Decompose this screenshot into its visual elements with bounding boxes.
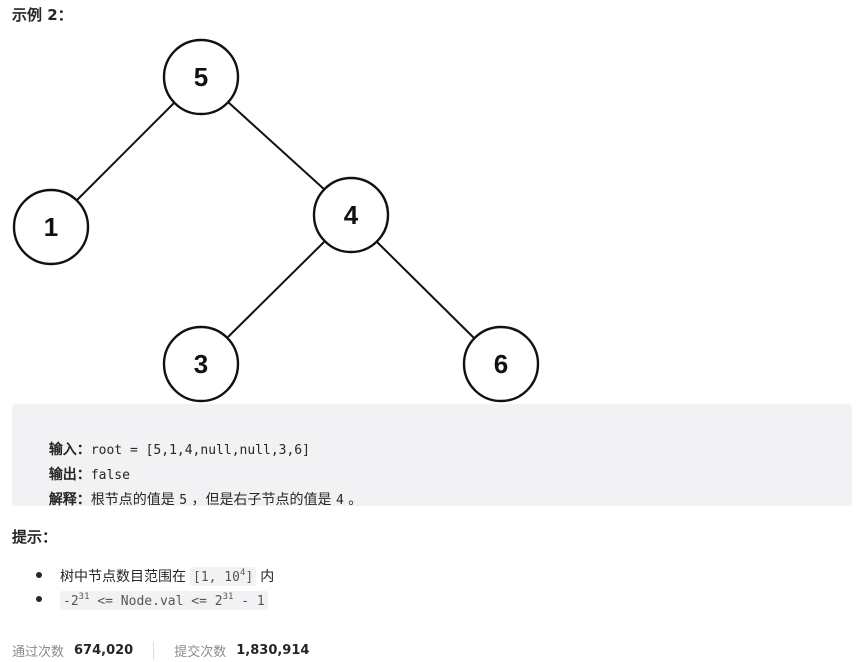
constraint-1-suffix: 内 [260, 569, 275, 585]
edge-5-1 [76, 101, 176, 201]
tree-node-label-1: 1 [44, 212, 58, 242]
bullet-dot [36, 572, 42, 578]
constraint-1-code: [1, 104] [190, 566, 257, 586]
output-line: 输出：false [31, 445, 130, 506]
tree-node-circle-6 [462, 325, 540, 403]
explanation-label: 解释： [48, 492, 91, 508]
tree-node-circle-1 [12, 188, 90, 266]
explanation-line: 解释：根节点的值是 5 ，但是右子节点的值是 4 。 [31, 470, 362, 531]
edge-5-4 [227, 101, 326, 191]
submission-stats: 通过次数 674,020 提交次数 1,830,914 [12, 641, 309, 660]
tree-node-label-6: 6 [494, 349, 508, 379]
hints-heading: 提示： [12, 528, 58, 546]
tree-node-circle-3 [162, 325, 240, 403]
example-code-block: 输入：root = [5,1,4,null,null,3,6] 输出：false… [12, 404, 852, 508]
stats-divider [153, 641, 155, 660]
tree-node-circle-5 [162, 38, 240, 116]
tree-node-label-5: 5 [194, 62, 208, 92]
constraint-2-sup-1: 31 [78, 591, 90, 602]
tree-node-circle-4 [312, 176, 390, 254]
constraint-2-c: - 1 [233, 593, 265, 609]
explanation-value-1: 5 [179, 493, 188, 508]
input-value: root = [5,1,4,null,null,3,6] [90, 443, 310, 458]
bullet-dot [36, 596, 42, 602]
binary-tree-diagram: 5 1 4 3 6 [12, 38, 540, 403]
constraint-1-code-b: ] [245, 569, 254, 585]
constraint-1-code-a: [1, 10 [193, 569, 240, 585]
output-label: 输出： [48, 467, 91, 483]
example-heading: 示例 2： [12, 6, 73, 24]
tree-node-label-4: 4 [344, 200, 359, 230]
explanation-text-3: 。 [343, 492, 363, 508]
output-value: false [90, 468, 130, 483]
tree-node-label-3: 3 [194, 349, 208, 379]
explanation-value-2: 4 [336, 493, 344, 508]
submitted-count-value: 1,830,914 [236, 643, 310, 658]
constraint-1-code-sup: 4 [239, 567, 246, 578]
list-item: 树中节点数目范围在 [1, 104] 内 [36, 564, 275, 588]
list-item: -231 <= Node.val <= 231 - 1 [36, 588, 274, 612]
submitted-count-label: 提交次数 [174, 645, 227, 660]
constraint-2-b: <= Node.val <= 2 [89, 593, 223, 609]
explanation-text-2: ，但是右子节点的值是 [187, 492, 336, 508]
constraint-2-code: -231 <= Node.val <= 231 - 1 [60, 590, 268, 610]
accepted-count-label: 通过次数 [12, 645, 65, 660]
edge-4-6 [376, 241, 476, 340]
constraints-list: 树中节点数目范围在 [1, 104] 内 -231 <= Node.val <=… [36, 564, 275, 612]
accepted-count-value: 674,020 [74, 643, 134, 658]
explanation-text-1: 根节点的值是 [90, 492, 180, 508]
constraint-2-a: -2 [63, 593, 79, 609]
edge-4-3 [227, 241, 325, 338]
input-label: 输入： [48, 442, 91, 458]
input-line: 输入：root = [5,1,4,null,null,3,6] [31, 420, 310, 481]
constraint-2-sup-2: 31 [222, 591, 234, 602]
constraint-1-prefix: 树中节点数目范围在 [60, 569, 186, 585]
